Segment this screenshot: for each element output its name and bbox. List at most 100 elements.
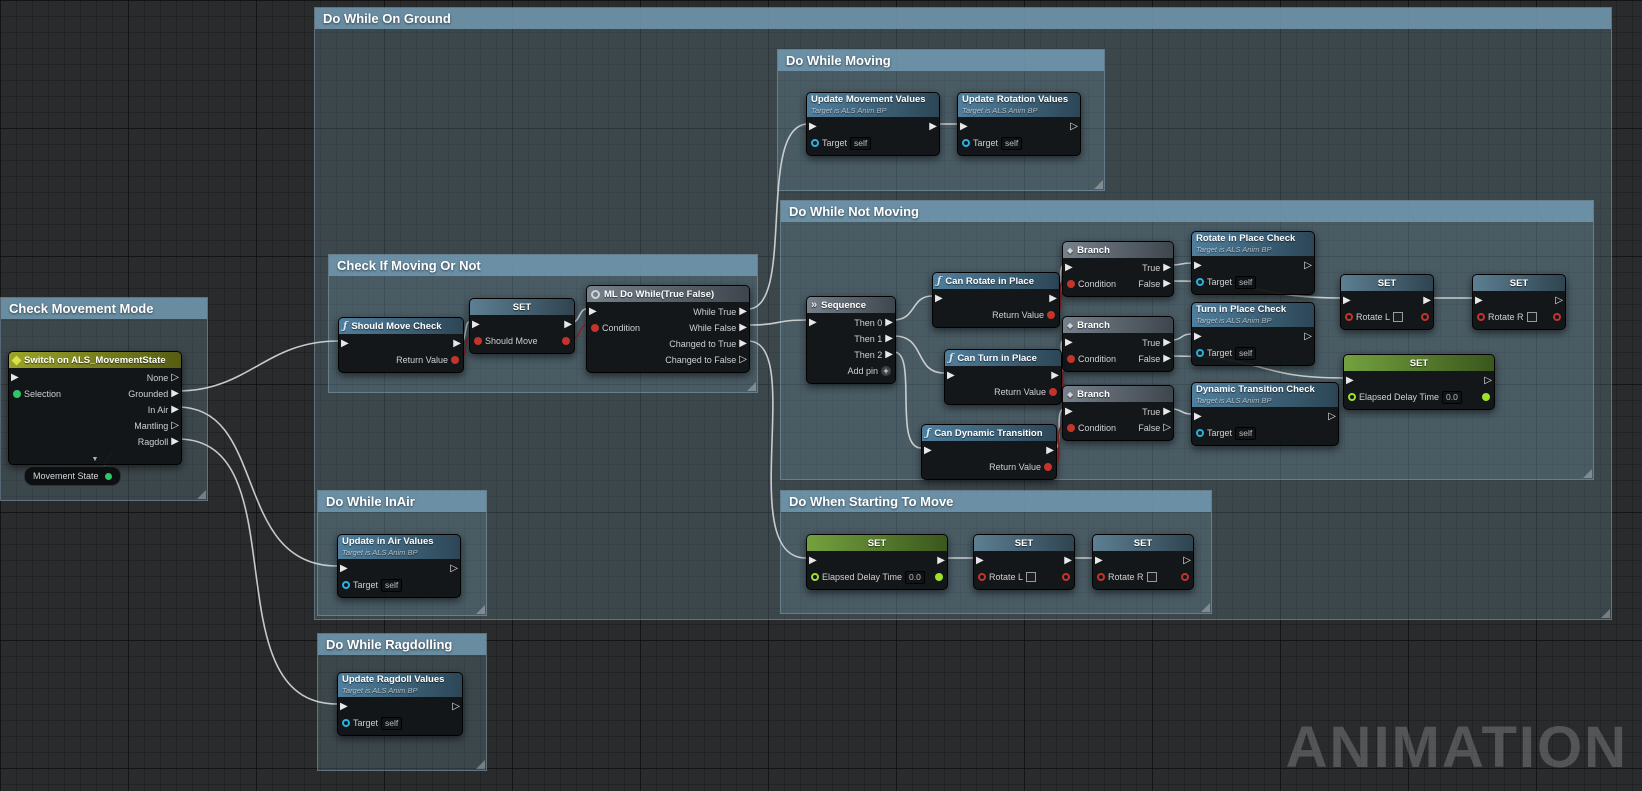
comment-header[interactable]: Do While InAir xyxy=(318,491,486,512)
node-set-rotate-l[interactable]: SET Rotate L xyxy=(1340,274,1434,330)
exec-out-pin[interactable] xyxy=(1423,296,1431,306)
exec-out-pin[interactable] xyxy=(937,556,945,566)
enum-pin[interactable] xyxy=(104,472,112,480)
rotate-r-input-pin[interactable] xyxy=(1097,573,1105,581)
exec-in-pin[interactable] xyxy=(1065,407,1073,417)
exec-in-pin[interactable] xyxy=(340,564,348,574)
rotate-l-checkbox[interactable] xyxy=(1393,312,1404,322)
exec-out-pin[interactable] xyxy=(1064,556,1072,566)
condition-pin[interactable] xyxy=(591,324,599,332)
target-value[interactable]: self xyxy=(1001,136,1023,150)
elapsed-delay-input-pin[interactable] xyxy=(1348,393,1356,401)
node-dynamic-transition-check[interactable]: Dynamic Transition Check Target is ALS A… xyxy=(1191,382,1339,446)
exec-out-pin[interactable] xyxy=(1049,294,1057,304)
exec-out-pin[interactable] xyxy=(929,122,937,132)
target-pin[interactable] xyxy=(1196,429,1204,437)
exec-out-pin[interactable] xyxy=(1328,412,1336,422)
node-branch-3[interactable]: Branch True Condition False xyxy=(1062,385,1174,441)
node-branch-2[interactable]: Branch True Condition False xyxy=(1062,316,1174,372)
false-pin[interactable] xyxy=(1163,423,1171,433)
exec-out-pin[interactable] xyxy=(452,702,460,712)
exec-out-pin[interactable] xyxy=(1051,371,1059,381)
rotate-r-output-pin[interactable] xyxy=(1181,573,1189,581)
comment-header[interactable]: Do While Ragdolling xyxy=(318,634,486,655)
true-pin[interactable] xyxy=(1163,407,1171,417)
exec-in-pin[interactable] xyxy=(340,702,348,712)
exec-in-pin[interactable] xyxy=(809,122,817,132)
exec-in-pin[interactable] xyxy=(1343,296,1351,306)
node-set-rotate-r[interactable]: SET Rotate R xyxy=(1472,274,1566,330)
exec-in-pin[interactable] xyxy=(947,371,955,381)
node-update-in-air-values[interactable]: Update in Air Values Target is ALS Anim … xyxy=(337,534,461,598)
selection-pin[interactable] xyxy=(13,390,21,398)
then-0-pin[interactable] xyxy=(885,318,893,328)
node-set-rotate-r-2[interactable]: SET Rotate R xyxy=(1092,534,1194,590)
exec-in-pin[interactable] xyxy=(341,339,349,349)
elapsed-delay-output-pin[interactable] xyxy=(1482,393,1490,401)
node-set-rotate-l-2[interactable]: SET Rotate L xyxy=(973,534,1075,590)
comment-do-while-ragdolling[interactable]: Do While Ragdolling xyxy=(317,633,487,771)
comment-header[interactable]: Do While On Ground xyxy=(315,8,1611,29)
exec-out-pin[interactable] xyxy=(1046,446,1054,456)
exec-out-pin[interactable] xyxy=(450,564,458,574)
comment-header[interactable]: Check Movement Mode xyxy=(1,298,207,319)
node-can-dynamic-transition[interactable]: Can Dynamic Transition Return Value xyxy=(921,424,1057,480)
condition-pin[interactable] xyxy=(1067,280,1075,288)
rotate-l-checkbox[interactable] xyxy=(1026,572,1037,582)
node-rotate-in-place-check[interactable]: Rotate in Place Check Target is ALS Anim… xyxy=(1191,231,1315,295)
rotate-r-checkbox[interactable] xyxy=(1146,572,1157,582)
comment-header[interactable]: Do While Not Moving xyxy=(781,201,1593,222)
rotate-l-output-pin[interactable] xyxy=(1421,313,1429,321)
exec-out-none-pin[interactable] xyxy=(171,373,179,383)
exec-out-grounded-pin[interactable] xyxy=(171,389,179,399)
add-pin-icon[interactable] xyxy=(881,366,891,376)
node-sequence[interactable]: Sequence Then 0 Then 1 Then 2 Add pin xyxy=(806,296,896,384)
rotate-l-input-pin[interactable] xyxy=(978,573,986,581)
target-value[interactable]: self xyxy=(1235,275,1257,289)
node-can-turn-in-place[interactable]: Can Turn in Place Return Value xyxy=(944,349,1062,405)
return-value-pin[interactable] xyxy=(1049,388,1057,396)
target-pin[interactable] xyxy=(962,139,970,147)
exec-in-pin[interactable] xyxy=(809,318,817,328)
exec-out-pin[interactable] xyxy=(1555,296,1563,306)
exec-in-pin[interactable] xyxy=(1065,263,1073,273)
target-pin[interactable] xyxy=(342,581,350,589)
exec-in-pin[interactable] xyxy=(589,307,597,317)
exec-out-pin[interactable] xyxy=(564,320,572,330)
exec-in-pin[interactable] xyxy=(1194,332,1202,342)
target-pin[interactable] xyxy=(1196,349,1204,357)
exec-out-pin[interactable] xyxy=(1304,261,1312,271)
exec-in-pin[interactable] xyxy=(1194,412,1202,422)
exec-out-ragdoll-pin[interactable] xyxy=(171,437,179,447)
exec-in-pin[interactable] xyxy=(924,446,932,456)
exec-in-pin[interactable] xyxy=(809,556,817,566)
exec-in-pin[interactable] xyxy=(1346,376,1354,386)
rotate-l-input-pin[interactable] xyxy=(1345,313,1353,321)
exec-out-mantling-pin[interactable] xyxy=(171,421,179,431)
rotate-r-input-pin[interactable] xyxy=(1477,313,1485,321)
node-turn-in-place-check[interactable]: Turn in Place Check Target is ALS Anim B… xyxy=(1191,302,1315,366)
elapsed-delay-input-pin[interactable] xyxy=(811,573,819,581)
false-pin[interactable] xyxy=(1163,354,1171,364)
should-move-input-pin[interactable] xyxy=(474,337,482,345)
exec-in-pin[interactable] xyxy=(1475,296,1483,306)
exec-out-inair-pin[interactable] xyxy=(171,405,179,415)
exec-in-pin[interactable] xyxy=(1194,261,1202,271)
condition-pin[interactable] xyxy=(1067,424,1075,432)
exec-out-pin[interactable] xyxy=(453,339,461,349)
target-value[interactable]: self xyxy=(850,136,872,150)
return-value-pin[interactable] xyxy=(1047,311,1055,319)
node-can-rotate-in-place[interactable]: Can Rotate in Place Return Value xyxy=(932,272,1060,328)
true-pin[interactable] xyxy=(1163,263,1171,273)
node-switch-movement-state[interactable]: Switch on ALS_MovementState None Selecti… xyxy=(8,351,182,465)
rotate-r-checkbox[interactable] xyxy=(1526,312,1537,322)
elapsed-delay-value[interactable]: 0.0 xyxy=(905,570,925,584)
target-pin[interactable] xyxy=(1196,278,1204,286)
elapsed-delay-value[interactable]: 0.0 xyxy=(1442,390,1462,404)
node-should-move-check[interactable]: Should Move Check Return Value xyxy=(338,317,464,373)
exec-in-pin[interactable] xyxy=(976,556,984,566)
exec-in-pin[interactable] xyxy=(935,294,943,304)
exec-in-pin[interactable] xyxy=(11,373,19,383)
